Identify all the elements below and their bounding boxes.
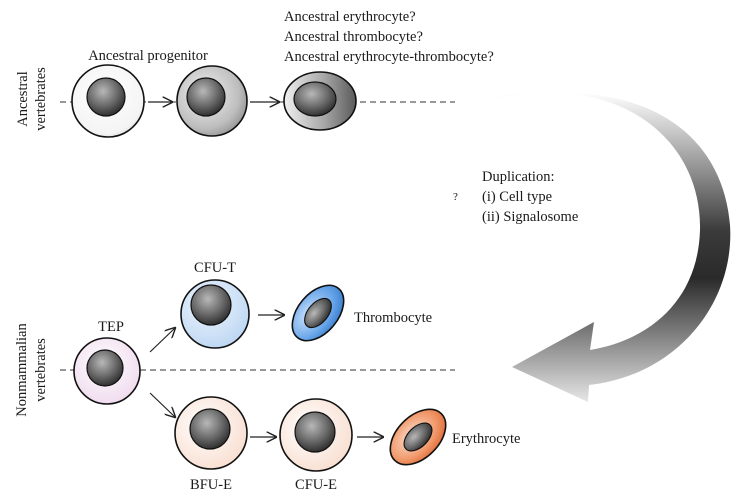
nonmammalian-side-label-line2: vertebrates xyxy=(33,338,49,402)
duplication-curved-arrow xyxy=(490,92,731,402)
ancestral-intermediate-cell xyxy=(176,65,248,137)
tep-to-cfu-t-arrow xyxy=(149,328,175,353)
tep-label: TEP xyxy=(98,319,124,335)
cfu-e-cell xyxy=(279,398,353,472)
duplication-question-mark: ? xyxy=(453,191,458,203)
erythrocyte-cell xyxy=(389,408,447,466)
nonmammalian-side-label-line1: Nonmammalian xyxy=(14,323,30,417)
ancestral-candidate-cell xyxy=(283,71,357,131)
erythrocyte-label: Erythrocyte xyxy=(452,431,520,447)
cfu-t-cell xyxy=(180,279,250,349)
ancestral-candidate-label-3: Ancestral erythrocyte-thrombocyte? xyxy=(284,49,494,65)
ancestral-candidate-label-2: Ancestral thrombocyte? xyxy=(284,29,423,45)
ancestral-candidate-label-1: Ancestral erythrocyte? xyxy=(284,9,416,25)
cfu-e-label: CFU-E xyxy=(295,477,337,493)
bfu-e-cell xyxy=(174,396,248,470)
tep-to-bfu-e-arrow xyxy=(149,392,175,417)
bfu-e-label: BFU-E xyxy=(190,477,232,493)
ancestral-progenitor-cell xyxy=(71,64,145,138)
cfu-t-label: CFU-T xyxy=(194,260,236,276)
tep-cell xyxy=(73,337,141,405)
ancestral-side-label-line1: Ancestral xyxy=(15,71,31,127)
duplication-item-2: (ii) Signalosome xyxy=(482,209,578,225)
ancestral-side-label-line2: vertebrates xyxy=(33,67,49,131)
thrombocyte-cell xyxy=(291,284,345,342)
ancestral-progenitor-label: Ancestral progenitor xyxy=(88,48,208,64)
thrombocyte-label: Thrombocyte xyxy=(354,310,432,326)
duplication-item-1: (i) Cell type xyxy=(482,189,552,205)
duplication-title: Duplication: xyxy=(482,169,555,185)
